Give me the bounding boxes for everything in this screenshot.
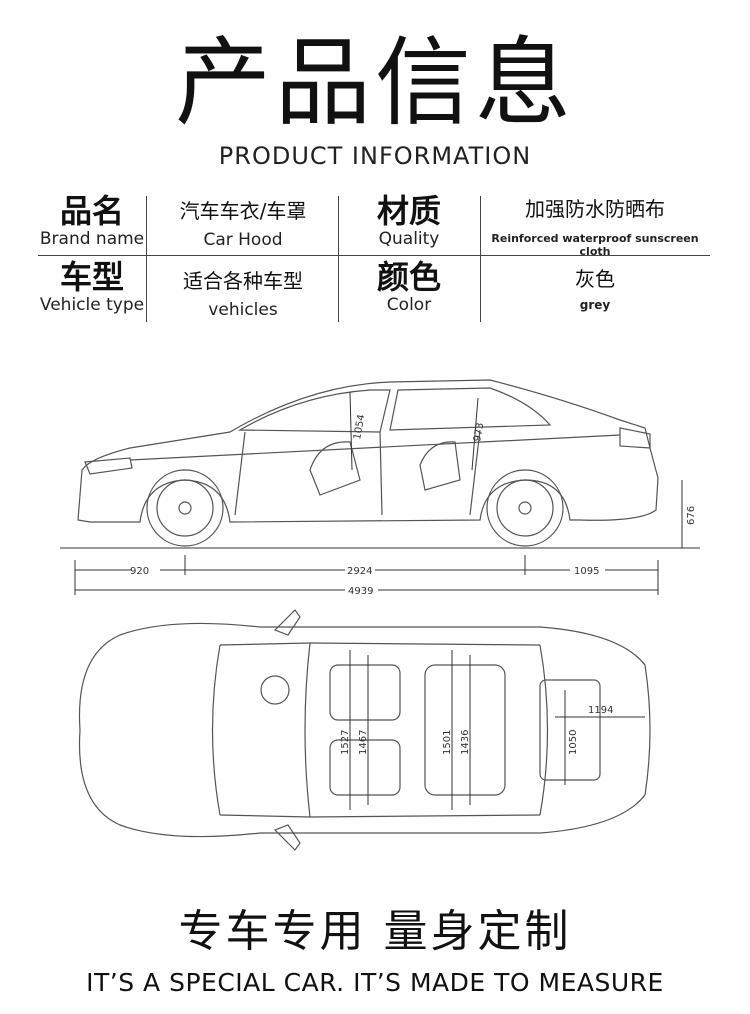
dimension-label: 920 xyxy=(130,566,149,577)
dimension-label: 1436 xyxy=(460,730,471,755)
table-column-divider xyxy=(338,196,339,322)
dimension-label: 1527 xyxy=(340,730,351,755)
table-row-divider xyxy=(38,255,710,256)
slogan-chinese: 专车专用 量身定制 xyxy=(178,906,572,957)
dimension-label: 676 xyxy=(686,506,697,525)
dimension-label: 2924 xyxy=(347,566,372,577)
car-top-view-diagram: 1527 1467 1501 1436 1194 1050 xyxy=(78,609,651,851)
vehicle-type-label: 车型 Vehicle type xyxy=(39,258,145,316)
dimension-label: 973 xyxy=(472,422,486,443)
product-info-table: 品名 Brand name 汽车车衣/车罩 Car Hood 材质 Qualit… xyxy=(38,192,710,322)
color-label: 颜色 Color xyxy=(376,258,441,316)
page-title: 产品信息 xyxy=(175,27,575,139)
brand-name-value: 汽车车衣/车罩 Car Hood xyxy=(179,199,307,250)
car-side-view-diagram: 1054 973 676 920 2924 1095 4939 xyxy=(60,379,700,597)
material-value: 加强防水防晒布 Reinforced waterproof sunscreen … xyxy=(491,197,699,259)
material-label: 材质 Quality xyxy=(376,192,441,250)
dimension-label: 1050 xyxy=(568,730,579,755)
dimension-label: 1501 xyxy=(442,730,453,755)
table-column-divider xyxy=(480,196,481,322)
slogan-english: IT’S A SPECIAL CAR. IT’S MADE TO MEASURE xyxy=(86,968,664,997)
color-value: 灰色 grey xyxy=(575,267,615,312)
page-subtitle: PRODUCT INFORMATION xyxy=(218,142,532,170)
brand-name-label: 品名 Brand name xyxy=(39,192,145,250)
table-column-divider xyxy=(146,196,147,322)
dimension-label: 4939 xyxy=(348,586,373,597)
dimension-label: 1194 xyxy=(588,705,613,716)
vehicle-type-value: 适合各种车型 vehicles xyxy=(183,269,303,320)
dimension-label: 1467 xyxy=(358,730,369,755)
dimension-label: 1054 xyxy=(352,414,367,441)
dimension-label: 1095 xyxy=(574,566,599,577)
